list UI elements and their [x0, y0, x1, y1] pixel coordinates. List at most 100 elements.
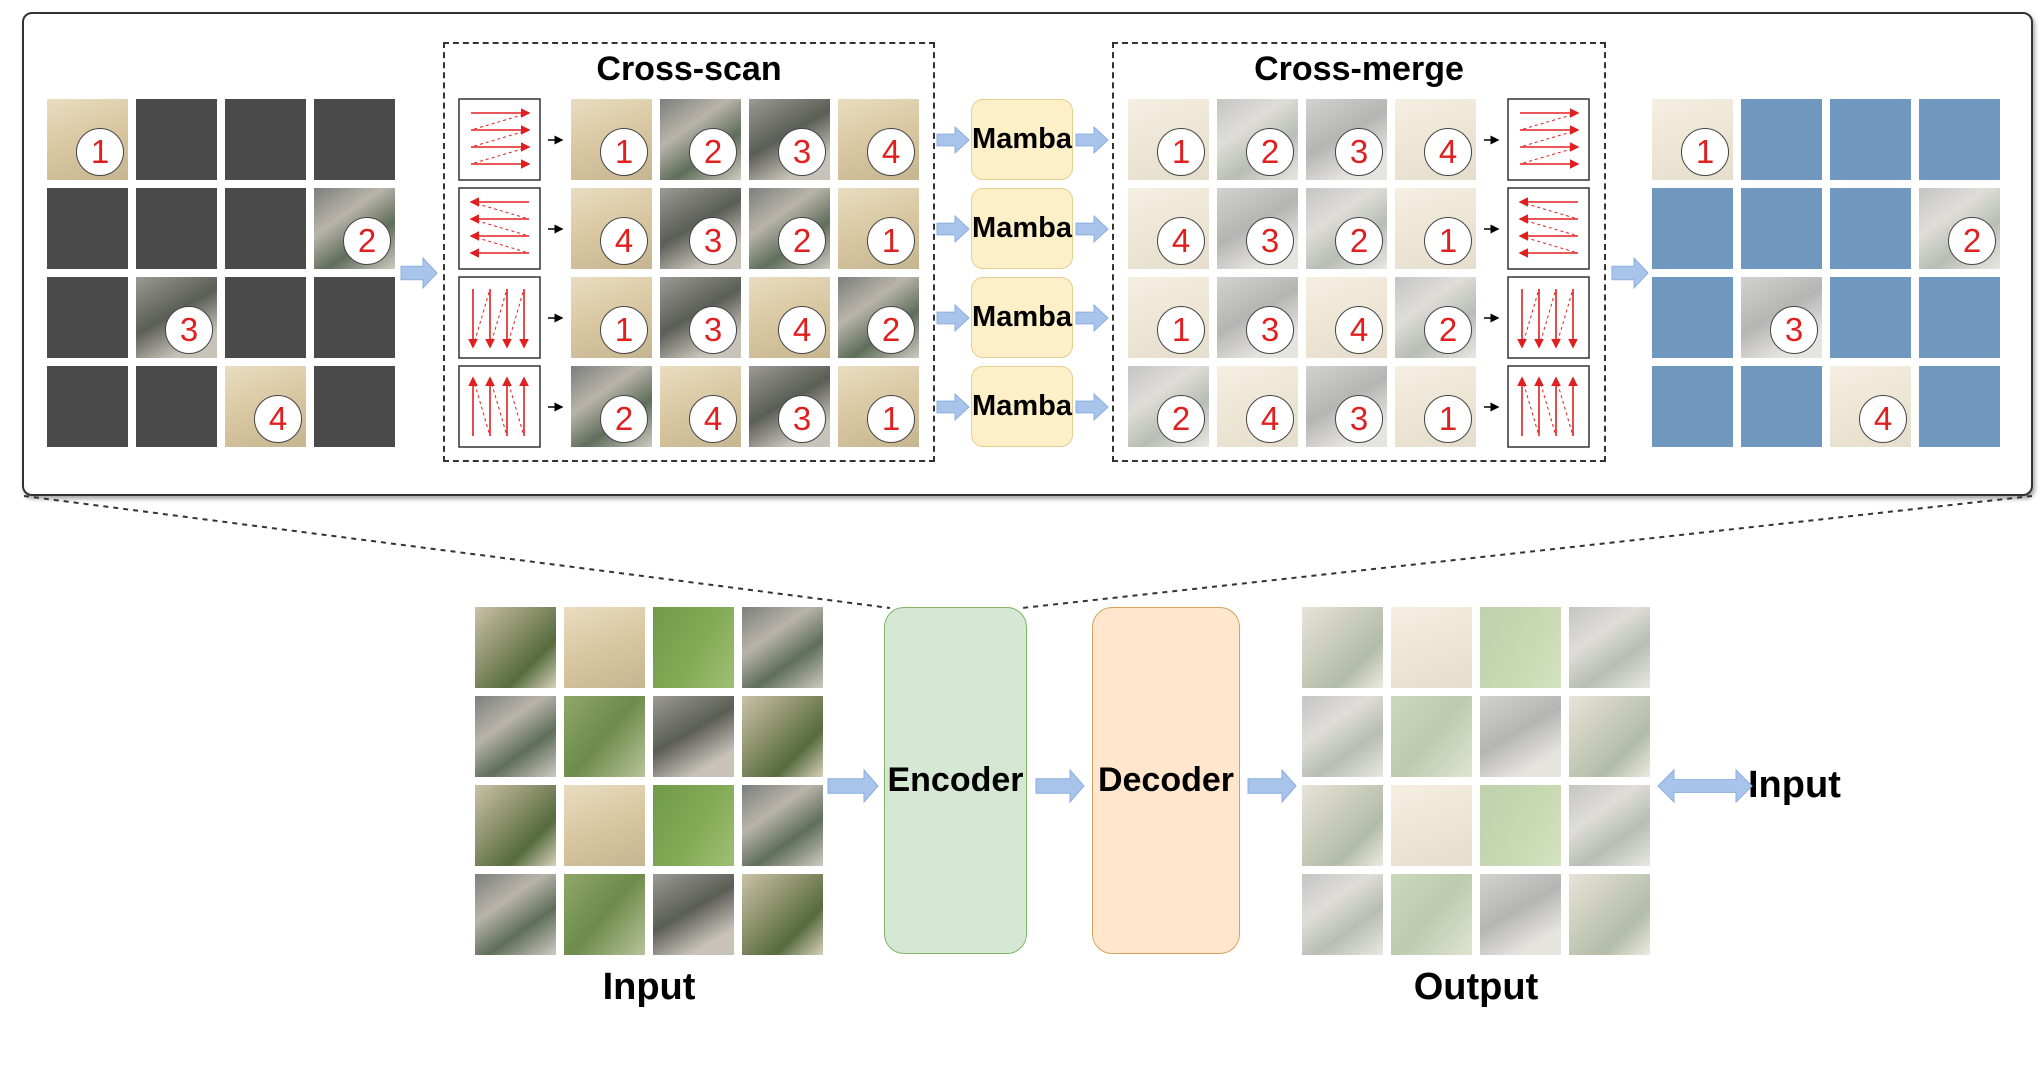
scan-direction-icon: [458, 365, 541, 448]
patch-number-badge: 1: [1424, 395, 1472, 443]
merged-patch: 3: [1217, 188, 1298, 269]
patch-number-badge: 4: [1335, 306, 1383, 354]
patch-number-badge: 2: [600, 395, 648, 443]
merged-patch: 3: [1306, 366, 1387, 447]
output-patch: [1480, 874, 1561, 955]
mamba-block-4: Mamba: [971, 366, 1073, 447]
patch-number-badge: 2: [343, 217, 391, 265]
scanned-patch: 2: [838, 277, 919, 358]
scanned-patch: 3: [660, 188, 741, 269]
patch-number-badge: 4: [1859, 395, 1907, 443]
input-patch: [564, 696, 645, 777]
scanned-patch: 3: [749, 366, 830, 447]
output-patch: [1480, 696, 1561, 777]
output-patch: [1391, 696, 1472, 777]
input-patch: [742, 785, 823, 866]
fade-overlay: [1302, 696, 1383, 777]
merged-patch: 3: [1217, 277, 1298, 358]
visible-patch: 2: [1919, 188, 2000, 269]
fade-overlay: [1302, 607, 1383, 688]
merged-patch: 1: [1395, 188, 1476, 269]
merged-patch: 4: [1217, 366, 1298, 447]
visible-patch: 1: [1652, 99, 1733, 180]
patch-number-badge: 4: [867, 128, 915, 176]
patch-number-badge: 1: [76, 128, 124, 176]
output-patch: [1302, 696, 1383, 777]
reconstructed-patch: [1741, 99, 1822, 180]
visible-patch: 4: [1830, 366, 1911, 447]
masked-patch: [136, 366, 217, 447]
output-patch: [1569, 696, 1650, 777]
arrow-to-mamba: [936, 392, 970, 422]
masked-patch: [47, 188, 128, 269]
scanned-patch: 1: [838, 366, 919, 447]
patch-number-badge: 2: [1246, 128, 1294, 176]
patch-number-badge: 3: [1335, 128, 1383, 176]
visible-patch: 3: [1741, 277, 1822, 358]
arrow-to-mamba: [936, 125, 970, 155]
input-patch: [653, 607, 734, 688]
masked-patch: [314, 99, 395, 180]
scanned-patch: 2: [660, 99, 741, 180]
output-patch: [1391, 874, 1472, 955]
scanned-patch: 4: [571, 188, 652, 269]
patch-number-badge: 3: [1770, 306, 1818, 354]
arrow-to-output: [1247, 768, 1297, 804]
visible-patch: 3: [136, 277, 217, 358]
scanned-patch: 4: [660, 366, 741, 447]
input-patch: [564, 607, 645, 688]
reconstructed-patch: [1830, 188, 1911, 269]
input-patch: [742, 696, 823, 777]
patch-number-badge: 1: [1424, 217, 1472, 265]
output-patch: [1480, 607, 1561, 688]
fade-overlay: [1480, 785, 1561, 866]
merge-direction-icon: [1507, 98, 1590, 181]
mamba-block-2: Mamba: [971, 188, 1073, 269]
patch-number-badge: 3: [689, 306, 737, 354]
cross-merge-box: [1112, 42, 1606, 462]
fade-overlay: [1569, 607, 1650, 688]
scanned-patch: 2: [571, 366, 652, 447]
scanned-patch: 1: [571, 277, 652, 358]
scanned-patch: 2: [749, 188, 830, 269]
scan-direction-icon: [458, 187, 541, 270]
patch-number-badge: 4: [600, 217, 648, 265]
fade-overlay: [1569, 696, 1650, 777]
reconstructed-patch: [1741, 366, 1822, 447]
arrow-from-mamba: [1075, 303, 1109, 333]
patch-number-badge: 1: [600, 128, 648, 176]
output-patch: [1302, 874, 1383, 955]
input-patch: [653, 874, 734, 955]
merged-patch: 1: [1128, 99, 1209, 180]
patch-number-badge: 3: [1246, 306, 1294, 354]
patch-number-badge: 3: [1246, 217, 1294, 265]
merged-patch: 2: [1217, 99, 1298, 180]
masked-patch: [225, 277, 306, 358]
patch-number-badge: 1: [867, 395, 915, 443]
patch-number-badge: 1: [1157, 128, 1205, 176]
arrow-to-mamba: [936, 303, 970, 333]
reconstructed-patch: [1652, 277, 1733, 358]
patch-number-badge: 1: [1681, 128, 1729, 176]
scan-direction-icon: [458, 98, 541, 181]
arrow-to-encoder: [827, 768, 879, 804]
input-patch: [742, 874, 823, 955]
visible-patch: 1: [47, 99, 128, 180]
input-patch: [475, 607, 556, 688]
input-patch: [564, 874, 645, 955]
fade-overlay: [1391, 607, 1472, 688]
scanned-patch: 1: [838, 188, 919, 269]
output-label: Output: [1413, 966, 1539, 1008]
patch-number-badge: 4: [1246, 395, 1294, 443]
arrow-from-mamba: [1075, 392, 1109, 422]
patch-number-badge: 2: [867, 306, 915, 354]
scanned-patch: 4: [838, 99, 919, 180]
fade-overlay: [1391, 874, 1472, 955]
reconstructed-patch: [1830, 277, 1911, 358]
output-patch: [1569, 785, 1650, 866]
scanned-patch: 4: [749, 277, 830, 358]
fade-overlay: [1391, 696, 1472, 777]
merged-patch: 1: [1128, 277, 1209, 358]
merged-patch: 4: [1128, 188, 1209, 269]
